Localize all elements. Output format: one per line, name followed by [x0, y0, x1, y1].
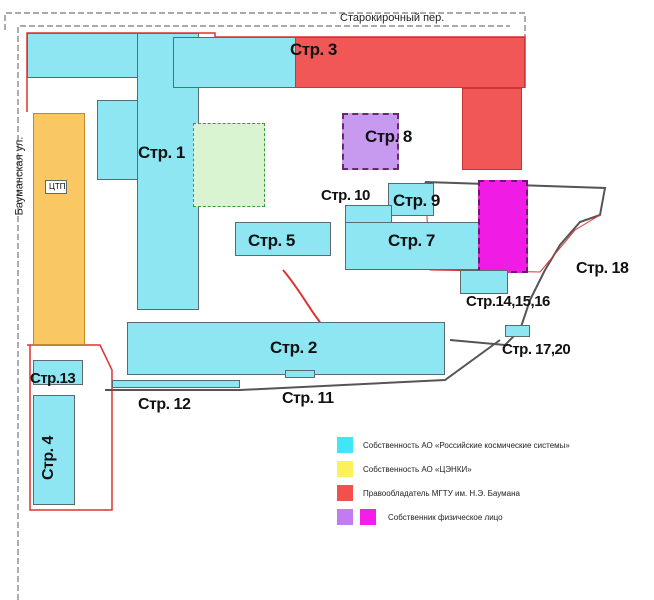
building-3 [173, 37, 296, 88]
mgtu-building-right [462, 88, 522, 170]
building-13 [33, 360, 83, 385]
label-building-18: Стр. 18 [576, 260, 629, 277]
building-11 [285, 370, 315, 378]
garden [193, 123, 265, 207]
legend-swatch-cenki [337, 461, 353, 477]
label-building-7: Стр. 7 [388, 231, 435, 250]
legend-label-cenki: Собственность АО «ЦЭНКИ» [363, 465, 472, 474]
ctp-box: ЦТП [45, 180, 67, 194]
legend-swatch-private-1 [337, 509, 353, 525]
label-building-9: Стр. 9 [393, 191, 440, 210]
private-owner-building [478, 180, 528, 273]
building-1-west-wing [27, 33, 139, 78]
label-building-12: Стр. 12 [138, 396, 191, 413]
label-building-8: Стр. 8 [365, 127, 412, 146]
mgtu-building-top [295, 37, 525, 88]
building-9 [388, 183, 434, 216]
building-4 [33, 395, 75, 505]
legend-swatch-rks [337, 437, 353, 453]
label-building-14-15-16: Стр.14,15,16 [466, 293, 550, 310]
street-label-top: Старокирочный пер. [340, 12, 445, 24]
building-1-annex [97, 100, 142, 180]
label-building-13: Стр.13 [30, 370, 76, 387]
label-building-17-20: Стр. 17,20 [502, 341, 571, 358]
legend-label-private: Собственник физическое лицо [388, 513, 503, 522]
building-12 [112, 380, 240, 388]
building-8 [342, 113, 399, 170]
building-7 [345, 222, 491, 270]
label-building-2: Стр. 2 [270, 338, 317, 357]
building-5 [235, 222, 331, 256]
label-building-10: Стр. 10 [321, 187, 370, 204]
legend-swatch-private-2 [360, 509, 376, 525]
building-2 [127, 322, 445, 375]
legend-label-mgtu: Правообладатель МГТУ им. Н.Э. Баумана [363, 489, 520, 498]
label-building-11: Стр. 11 [282, 390, 334, 407]
label-building-4: Стр. 4 [40, 436, 57, 480]
cenki-building [33, 113, 85, 345]
legend-swatch-mgtu [337, 485, 353, 501]
label-building-1: Стр. 1 [138, 143, 185, 162]
legend-label-rks: Собственность АО «Российские космические… [363, 441, 570, 450]
label-building-3: Стр. 3 [290, 40, 337, 59]
street-label-left: Бауманская ул. [13, 136, 26, 216]
building-14-15-16 [460, 270, 508, 294]
label-building-5: Стр. 5 [248, 231, 295, 250]
building-17-20 [505, 325, 530, 337]
